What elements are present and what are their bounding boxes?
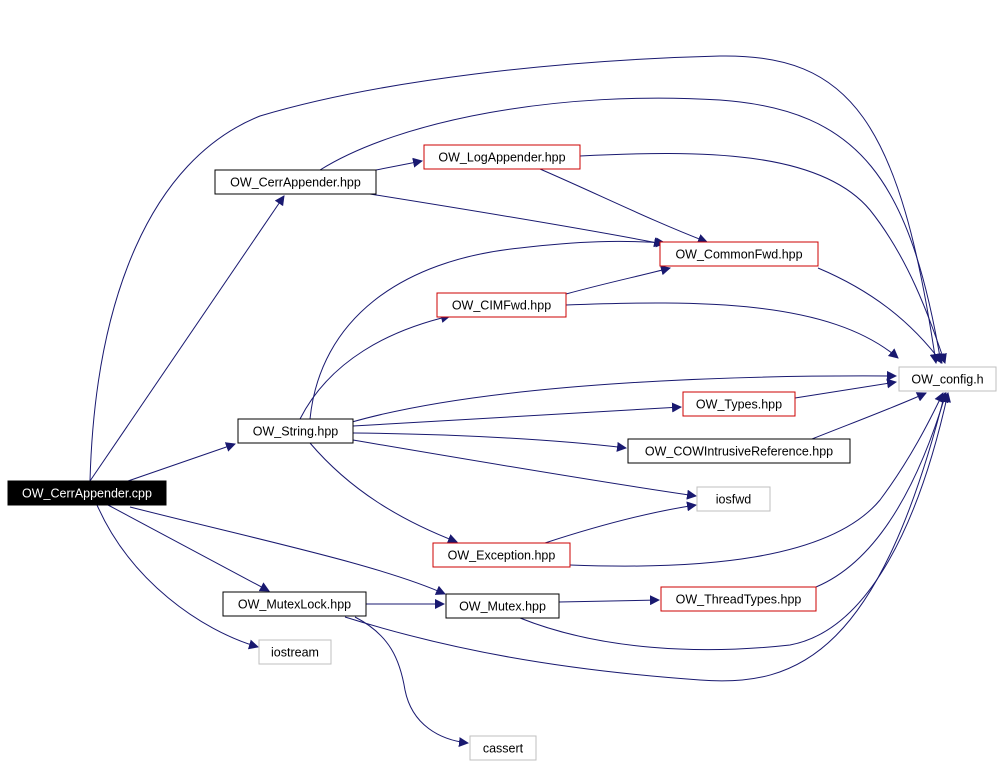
- node-box: [445, 593, 560, 619]
- edge-string-to-cowref: [352, 432, 627, 452]
- node-label: OW_CIMFwd.hpp: [452, 299, 551, 313]
- edge-string-to-iosfwd: [352, 439, 697, 500]
- nodes-layer: OW_CerrAppender.cppOW_CerrAppender.hppOW…: [7, 144, 997, 761]
- edge-logapp-to-config: [579, 152, 947, 364]
- edge-cpp-to-config: [89, 55, 940, 482]
- node-box: [432, 542, 571, 568]
- node-box: [423, 144, 581, 170]
- node-label: OW_CerrAppender.cpp: [22, 487, 152, 501]
- edge-logapp-to-commonfwd: [539, 168, 708, 244]
- edge-cerrhpp-to-config: [319, 97, 945, 364]
- edge-mutexlock-to-cassert: [354, 616, 469, 748]
- edge-threadtypes-to-config: [815, 392, 949, 588]
- node-box: [660, 586, 817, 612]
- node-label: iosfwd: [716, 493, 751, 507]
- node-label: OW_ThreadTypes.hpp: [676, 593, 802, 607]
- edge-cpp-to-cerrhpp: [89, 195, 285, 482]
- node-exception[interactable]: OW_Exception.hpp: [432, 542, 571, 568]
- node-label: OW_config.h: [911, 373, 983, 387]
- node-box: [682, 391, 796, 417]
- node-box: [627, 438, 851, 464]
- node-box: [436, 292, 567, 318]
- node-iostream: iostream: [258, 639, 332, 665]
- edge-commonfwd-to-config: [817, 267, 943, 364]
- edge-string-to-commonfwd: [309, 237, 666, 420]
- node-box: [898, 366, 997, 392]
- node-box: [222, 591, 367, 617]
- edge-cpp-to-string: [127, 442, 236, 482]
- node-label: OW_Exception.hpp: [448, 549, 556, 563]
- node-label: OW_Types.hpp: [696, 398, 782, 412]
- node-logapp[interactable]: OW_LogAppender.hpp: [423, 144, 581, 170]
- node-box: [659, 241, 819, 267]
- node-box: [696, 486, 771, 512]
- node-label: OW_COWIntrusiveReference.hpp: [645, 445, 833, 459]
- node-label: OW_CommonFwd.hpp: [675, 248, 802, 262]
- node-label: cassert: [483, 742, 524, 756]
- edge-string-to-exception: [309, 442, 458, 544]
- edge-exception-to-iosfwd: [544, 501, 697, 544]
- node-string[interactable]: OW_String.hpp: [237, 418, 354, 444]
- node-box: [237, 418, 354, 444]
- edge-cimfwd-to-commonfwd: [565, 265, 671, 295]
- node-label: OW_Mutex.hpp: [459, 600, 546, 614]
- node-config: OW_config.h: [898, 366, 997, 392]
- node-cpp[interactable]: OW_CerrAppender.cpp: [7, 480, 167, 506]
- node-box: [7, 480, 167, 506]
- node-label: OW_MutexLock.hpp: [238, 598, 351, 612]
- node-label: iostream: [271, 646, 319, 660]
- edge-cpp-to-iostream: [96, 504, 259, 650]
- edge-mutex-to-config: [519, 392, 951, 651]
- node-label: OW_String.hpp: [253, 425, 339, 439]
- edge-types-to-config: [794, 378, 897, 399]
- node-box: [258, 639, 332, 665]
- node-iosfwd: iosfwd: [696, 486, 771, 512]
- edge-string-to-types: [352, 402, 682, 427]
- edge-cerrhpp-to-commonfwd: [369, 193, 664, 248]
- edges-layer: [89, 55, 951, 748]
- node-label: OW_LogAppender.hpp: [438, 151, 565, 165]
- node-mutex[interactable]: OW_Mutex.hpp: [445, 593, 560, 619]
- node-cowref[interactable]: OW_COWIntrusiveReference.hpp: [627, 438, 851, 464]
- node-cimfwd[interactable]: OW_CIMFwd.hpp: [436, 292, 567, 318]
- edge-cowref-to-config: [811, 392, 927, 440]
- node-types[interactable]: OW_Types.hpp: [682, 391, 796, 417]
- node-label: OW_CerrAppender.hpp: [230, 176, 361, 190]
- node-cerrhpp[interactable]: OW_CerrAppender.hpp: [214, 169, 377, 195]
- node-commonfwd[interactable]: OW_CommonFwd.hpp: [659, 241, 819, 267]
- edge-string-to-config: [351, 370, 897, 423]
- node-box: [214, 169, 377, 195]
- node-box: [469, 735, 537, 761]
- edge-mutex-to-threadtypes: [558, 595, 660, 606]
- node-cassert: cassert: [469, 735, 537, 761]
- edge-cimfwd-to-config: [565, 302, 899, 359]
- edge-cerrhpp-to-logapp: [375, 157, 423, 171]
- edge-exception-to-config: [569, 392, 944, 567]
- edge-cpp-to-mutexlock: [107, 504, 270, 592]
- edge-string-to-cimfwd: [299, 313, 451, 420]
- edge-cpp-to-mutex: [129, 506, 446, 595]
- edge-mutexlock-to-config: [344, 392, 948, 682]
- node-mutexlock[interactable]: OW_MutexLock.hpp: [222, 591, 367, 617]
- node-threadtypes[interactable]: OW_ThreadTypes.hpp: [660, 586, 817, 612]
